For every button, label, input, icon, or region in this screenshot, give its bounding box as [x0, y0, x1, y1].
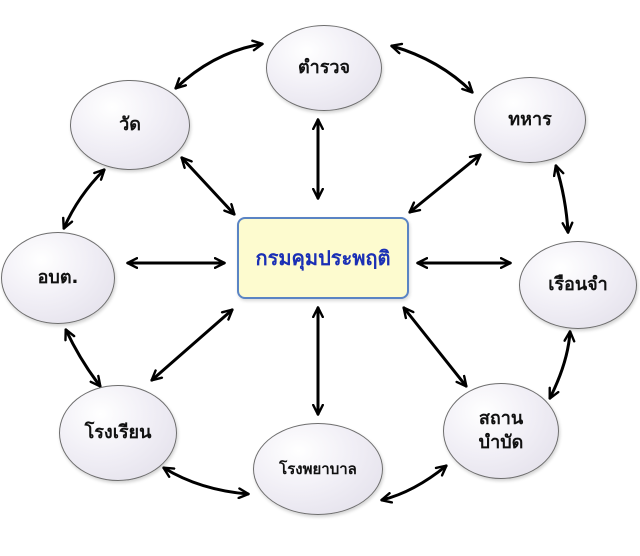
node-prison: เรือนจำ: [519, 241, 637, 329]
arrow-center-school: [150, 308, 234, 382]
arrow-center-military: [408, 153, 482, 214]
ring-arrows: [62, 39, 576, 504]
node-police: ตำรวจ: [266, 25, 382, 111]
node-military: ทหาร: [474, 77, 586, 163]
node-hospital: โรงพยาบาล: [253, 423, 383, 515]
arrow-school-sao: [64, 328, 102, 388]
arrow-treatment-hospital: [380, 464, 448, 504]
arrow-center-treatment: [402, 306, 468, 388]
center-box: กรมคุมประพฤติ: [237, 217, 409, 299]
node-treatment: สถาน บำบัด: [443, 383, 559, 479]
spoke-arrows: [126, 118, 512, 416]
arrow-prison-treatment: [548, 330, 576, 400]
node-school: โรงเรียน: [59, 385, 177, 481]
node-temple: วัด: [70, 80, 190, 170]
arrow-hospital-school: [162, 466, 250, 500]
arrow-police-military: [390, 42, 474, 94]
arrow-military-prison: [552, 164, 574, 234]
arrow-sao-temple: [62, 168, 106, 230]
node-sao: อบต.: [1, 232, 115, 324]
arrow-center-temple: [180, 156, 236, 216]
arrow-temple-police: [174, 39, 264, 90]
